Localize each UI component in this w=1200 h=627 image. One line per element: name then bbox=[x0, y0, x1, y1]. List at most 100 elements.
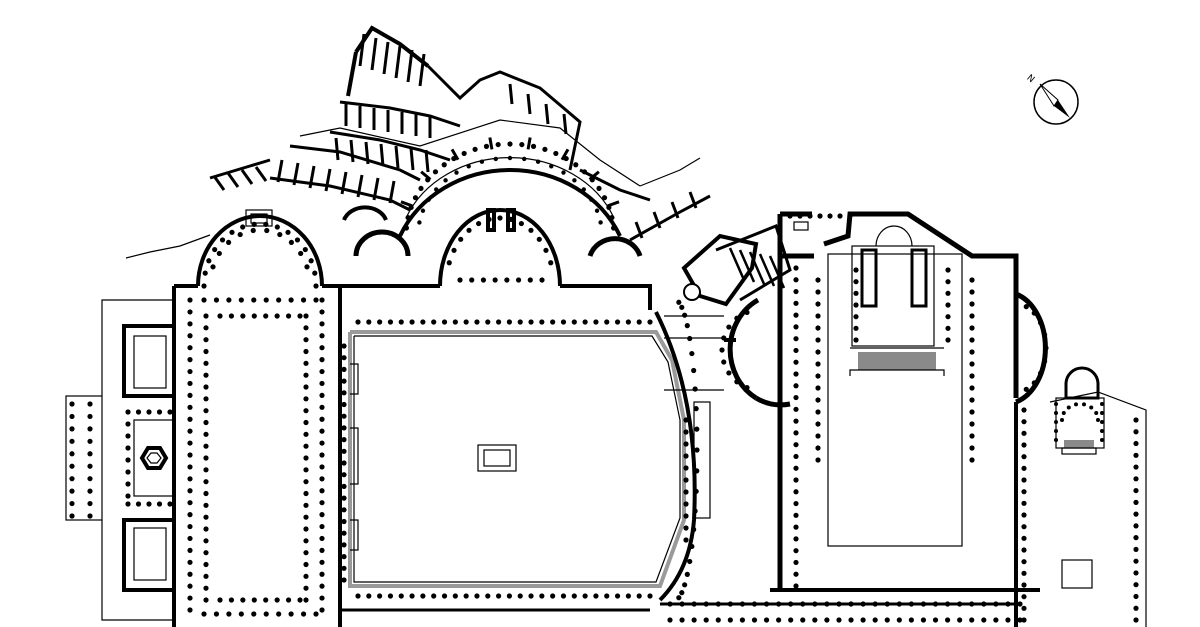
column-dot bbox=[560, 593, 567, 599]
column-dot bbox=[542, 146, 548, 152]
column-dot bbox=[837, 213, 843, 219]
column-dot bbox=[341, 366, 347, 372]
column-dot bbox=[187, 428, 193, 434]
column-dot bbox=[793, 265, 799, 271]
column-dot bbox=[560, 319, 567, 325]
column-dot bbox=[387, 319, 394, 325]
column-dot bbox=[667, 601, 673, 607]
column-dot bbox=[1060, 418, 1064, 422]
column-dot bbox=[932, 601, 939, 607]
column-dot bbox=[1133, 593, 1139, 600]
column-dot bbox=[469, 277, 475, 283]
column-dot bbox=[274, 313, 280, 319]
column-dot bbox=[969, 301, 975, 307]
column-dot bbox=[793, 300, 799, 306]
column-dot bbox=[691, 526, 697, 533]
column-dot bbox=[563, 155, 569, 162]
column-dot bbox=[274, 597, 280, 603]
column-dot bbox=[793, 277, 799, 283]
column-dot bbox=[683, 429, 689, 435]
stair-step bbox=[728, 247, 746, 281]
column-dot bbox=[853, 325, 859, 331]
column-dot bbox=[313, 297, 319, 303]
column-dot bbox=[474, 593, 480, 599]
column-dot bbox=[146, 409, 152, 415]
column-dot bbox=[285, 313, 292, 319]
column-dot bbox=[125, 501, 131, 507]
column-dot bbox=[187, 595, 193, 601]
column-dot bbox=[1021, 605, 1027, 611]
column-dot bbox=[815, 349, 821, 355]
column-dot bbox=[341, 343, 347, 349]
column-dot bbox=[788, 601, 794, 607]
column-dot bbox=[341, 448, 347, 454]
shop-wall bbox=[526, 93, 532, 115]
column-dot bbox=[479, 159, 485, 164]
column-dot bbox=[398, 319, 404, 325]
column-dot bbox=[815, 457, 821, 463]
column-dot bbox=[303, 479, 309, 485]
column-dot bbox=[485, 593, 491, 599]
column-dot bbox=[203, 561, 209, 568]
column-dot bbox=[815, 277, 821, 283]
column-dot bbox=[341, 390, 347, 396]
column-dot bbox=[263, 597, 269, 603]
column-dot bbox=[945, 314, 951, 320]
column-dot bbox=[611, 225, 617, 231]
column-dot bbox=[319, 428, 325, 434]
column-dot bbox=[187, 464, 193, 470]
shop-wall bbox=[418, 53, 426, 87]
column-dot bbox=[1043, 345, 1049, 351]
column-dot bbox=[793, 324, 799, 330]
column-dot bbox=[1133, 558, 1139, 564]
column-dot bbox=[815, 289, 821, 295]
column-dot bbox=[763, 601, 770, 607]
column-dot bbox=[1042, 358, 1048, 364]
column-dot bbox=[945, 337, 951, 343]
column-dot bbox=[319, 357, 325, 363]
column-dot bbox=[203, 313, 209, 319]
column-dot bbox=[417, 220, 422, 225]
forum-basilica bbox=[69, 141, 1023, 627]
column-dot bbox=[969, 601, 975, 607]
column-dot bbox=[303, 325, 309, 331]
column-dot bbox=[355, 319, 361, 325]
column-dot bbox=[932, 617, 939, 623]
shop-wall bbox=[526, 137, 532, 150]
column-dot bbox=[1021, 442, 1027, 448]
column-dot bbox=[530, 143, 537, 149]
column-dot bbox=[420, 593, 426, 599]
column-dot bbox=[69, 488, 75, 494]
column-dot bbox=[457, 277, 463, 283]
column-dot bbox=[539, 319, 545, 325]
column-dot bbox=[1054, 438, 1058, 442]
column-dot bbox=[763, 617, 770, 623]
column-dot bbox=[1133, 570, 1139, 576]
column-dot bbox=[549, 164, 554, 169]
column-dot bbox=[203, 514, 209, 520]
column-dot bbox=[703, 601, 709, 607]
column-dot bbox=[69, 438, 75, 444]
column-dot bbox=[277, 231, 283, 238]
column-dot bbox=[298, 250, 304, 257]
column-dot bbox=[216, 250, 222, 257]
shop-wall bbox=[388, 180, 396, 204]
column-dot bbox=[539, 593, 545, 599]
column-dot bbox=[527, 277, 533, 283]
column-dot bbox=[528, 227, 534, 233]
column-dot bbox=[238, 611, 244, 617]
column-dot bbox=[463, 593, 469, 599]
column-dot bbox=[715, 617, 721, 623]
column-dot bbox=[896, 617, 902, 623]
shop-wall bbox=[450, 148, 460, 161]
column-dot bbox=[1021, 500, 1027, 506]
column-dot bbox=[203, 325, 209, 331]
column-dot bbox=[219, 237, 226, 243]
column-dot bbox=[441, 319, 448, 325]
column-dot bbox=[313, 283, 319, 289]
column-dot bbox=[589, 197, 594, 202]
column-dot bbox=[793, 548, 799, 554]
column-dot bbox=[69, 463, 75, 469]
column-dot bbox=[625, 593, 631, 599]
column-dot bbox=[156, 409, 163, 415]
